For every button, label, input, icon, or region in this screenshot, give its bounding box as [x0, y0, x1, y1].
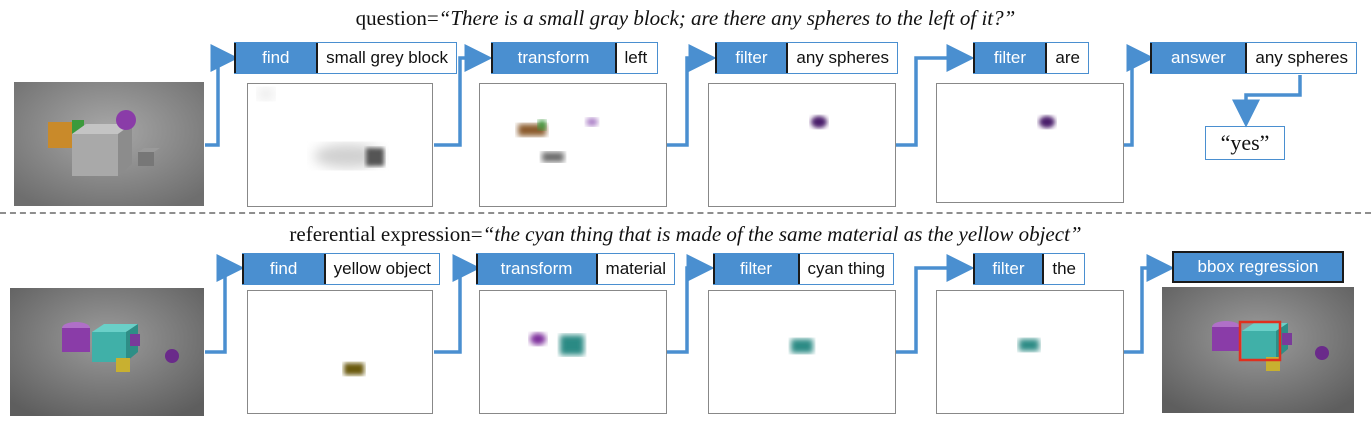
module-filter-bottom-1: filter cyan thing — [712, 253, 894, 285]
module-arg: are — [1055, 48, 1080, 67]
input-scene-top — [14, 82, 204, 206]
arrow-bot-5 — [1124, 254, 1175, 354]
module-filter-bottom-2: filter the — [972, 253, 1085, 285]
module-answer-top: answer any spheres — [1149, 42, 1357, 74]
bbox-highlight — [1238, 320, 1282, 362]
question-text: “There is a small gray block; are there … — [438, 6, 1016, 30]
attention-map-filter-top-1 — [708, 83, 896, 207]
arrow-bot-1 — [205, 254, 245, 354]
question-prefix: question= — [355, 6, 439, 30]
module-arg: yellow object — [333, 259, 431, 278]
module-filter-top-1: filter any spheres — [714, 42, 898, 74]
module-arg: any spheres — [1255, 48, 1348, 67]
arrow-top-3 — [667, 44, 717, 147]
attention-map-filter-bottom-2 — [936, 290, 1124, 414]
row-divider — [0, 212, 1371, 214]
module-bbox-regression: bbox regression — [1172, 251, 1344, 283]
arrow-bot-2 — [434, 254, 481, 354]
module-transform-bottom: transform material — [475, 253, 675, 285]
module-arg: cyan thing — [807, 259, 886, 278]
attention-map-transform-bottom — [479, 290, 667, 414]
module-label: find — [233, 43, 319, 73]
refexp-prefix: referential expression= — [289, 222, 483, 246]
module-label: filter — [972, 254, 1045, 284]
attention-map-filter-bottom-1 — [708, 290, 896, 414]
module-find-top: find small grey block — [233, 42, 457, 74]
question-caption: question=“There is a small gray block; a… — [0, 6, 1371, 31]
module-label: answer — [1149, 43, 1248, 73]
refexp-caption: referential expression=“the cyan thing t… — [0, 222, 1371, 247]
attention-map-transform-top — [479, 83, 667, 207]
module-label: filter — [712, 254, 800, 284]
module-arg: small grey block — [326, 48, 448, 67]
module-find-bottom: find yellow object — [241, 253, 440, 285]
refexp-text: “the cyan thing that is made of the same… — [482, 222, 1082, 246]
module-label: find — [241, 254, 326, 284]
arrow-top-5 — [1124, 44, 1155, 147]
module-arg: material — [605, 259, 666, 278]
module-arg: the — [1052, 259, 1076, 278]
arrow-bot-4 — [896, 254, 975, 354]
arrow-top-1 — [205, 44, 239, 147]
arrow-top-4 — [896, 44, 975, 147]
answer-output: “yes” — [1205, 126, 1285, 160]
arrow-answer — [1232, 75, 1302, 128]
arrow-top-2 — [434, 44, 493, 147]
module-label: transform — [475, 254, 598, 284]
module-arg: left — [624, 48, 648, 67]
arrow-bot-3 — [667, 254, 715, 354]
module-filter-top-2: filter are — [972, 42, 1089, 74]
attention-map-find-top — [247, 83, 433, 207]
module-label: filter — [972, 43, 1048, 73]
output-scene-bbox — [1162, 287, 1354, 413]
attention-map-filter-top-2 — [936, 83, 1124, 203]
module-label: transform — [490, 43, 617, 73]
module-label: filter — [714, 43, 789, 73]
module-transform-top: transform left — [490, 42, 658, 74]
attention-map-find-bottom — [247, 290, 433, 414]
input-scene-bottom — [10, 288, 204, 416]
module-arg: any spheres — [796, 48, 889, 67]
